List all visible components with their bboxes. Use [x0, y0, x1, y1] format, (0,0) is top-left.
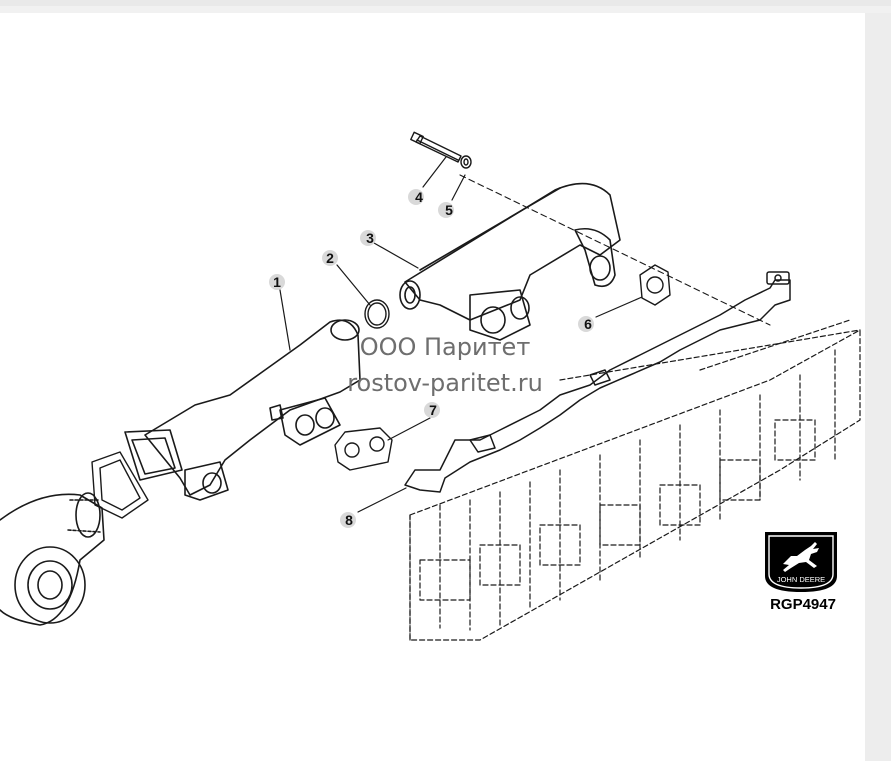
o-ring-part-2 — [364, 299, 390, 329]
svg-text:7: 7 — [429, 402, 437, 418]
callout-part-6: 6 — [578, 316, 594, 332]
svg-text:2: 2 — [326, 250, 334, 266]
manifold-section-part-1 — [124, 319, 361, 501]
svg-text:5: 5 — [445, 202, 453, 218]
svg-text:6: 6 — [584, 316, 592, 332]
callout-part-8: 8 — [340, 512, 356, 528]
callout-part-4: 4 — [408, 189, 424, 205]
svg-text:1: 1 — [273, 274, 281, 290]
gasket-part-6 — [639, 264, 671, 306]
top-bar — [0, 0, 891, 6]
leader-lines — [279, 156, 643, 513]
scrollbar-track[interactable] — [865, 13, 891, 761]
washer-part-5 — [460, 155, 472, 169]
watermark-company: ООО Паритет — [359, 333, 531, 361]
engine-block — [409, 319, 861, 641]
turbocharger — [0, 492, 105, 626]
diagram-panel — [0, 13, 865, 761]
callout-part-3: 3 — [360, 230, 376, 246]
callouts: 1 2 3 4 5 6 7 8 — [269, 189, 594, 528]
bolt-part-4 — [410, 131, 462, 163]
john-deere-logo: JOHN DEERE — [765, 532, 837, 592]
leaping-deer-icon — [783, 542, 819, 572]
callout-part-5: 5 — [438, 202, 454, 218]
turbo-gasket — [91, 451, 149, 519]
drawing-id: RGP4947 — [770, 596, 836, 613]
svg-text:8: 8 — [345, 512, 353, 528]
watermark-website: rostov-paritet.ru — [347, 369, 543, 397]
manifold-section-part-3 — [399, 182, 621, 341]
logo-text: JOHN DEERE — [777, 575, 825, 584]
assembly-line — [459, 174, 771, 326]
callout-part-2: 2 — [322, 250, 338, 266]
svg-text:4: 4 — [415, 189, 423, 205]
svg-text:3: 3 — [366, 230, 374, 246]
heat-shield-part-8 — [404, 271, 791, 493]
gasket-part-7 — [334, 427, 393, 471]
callout-part-7: 7 — [424, 402, 440, 418]
callout-part-1: 1 — [269, 274, 285, 290]
